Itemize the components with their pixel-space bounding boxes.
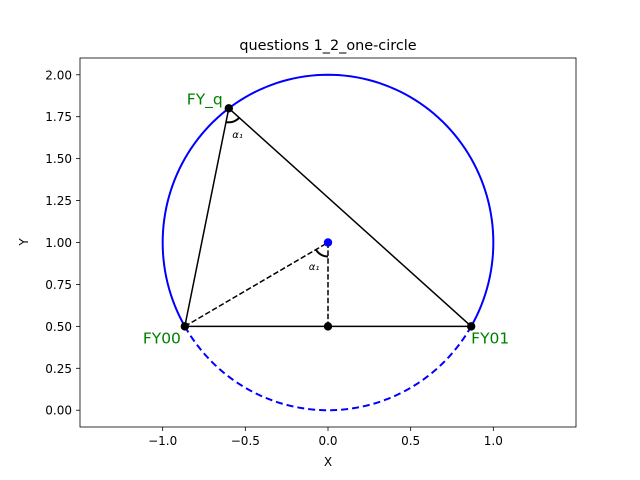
point-label-FY01: FY01 xyxy=(471,329,509,347)
x-tick-label: −1.0 xyxy=(148,434,177,448)
x-tick-label: 0.5 xyxy=(401,434,420,448)
chart-title: questions 1_2_one-circle xyxy=(239,38,416,54)
segment-FY00-center xyxy=(184,241,329,328)
angle-arc-FY_q xyxy=(225,117,240,124)
x-axis-label: X xyxy=(324,455,332,469)
point-center xyxy=(323,238,333,247)
y-tick-label: 1.50 xyxy=(45,152,72,166)
y-tick-label: 0.25 xyxy=(45,362,72,376)
circle-upper-arc xyxy=(161,73,495,327)
y-tick-label: 1.00 xyxy=(45,236,72,250)
circle-lower-arc xyxy=(183,325,473,412)
x-axis-ticks: −1.0 −0.5 0.0 0.5 1.0 xyxy=(148,427,503,448)
y-tick-label: 1.75 xyxy=(45,110,72,124)
y-axis-ticks: 0.00 0.25 0.50 0.75 1.00 1.25 1.50 1.75 2.00 xyxy=(45,68,80,418)
y-axis-label: Y xyxy=(17,238,31,247)
y-tick-label: 1.25 xyxy=(45,194,72,208)
y-tick-label: 0.50 xyxy=(45,320,72,334)
point-midpoint xyxy=(323,322,333,331)
y-tick-label: 0.75 xyxy=(45,278,72,292)
point-FY00 xyxy=(180,322,190,331)
angle-arc-center xyxy=(315,249,329,258)
angle-label-center: α₁ xyxy=(309,262,320,273)
point-label-FY_q: FY_q xyxy=(187,90,223,109)
x-tick-label: 1.0 xyxy=(484,434,503,448)
segment-FY_q-FY01 xyxy=(228,107,472,327)
x-tick-label: −0.5 xyxy=(231,434,260,448)
angle-label-FY_q: α₁ xyxy=(232,130,243,141)
x-tick-label: 0.0 xyxy=(318,434,337,448)
point-FY01 xyxy=(466,322,476,331)
segment-FY_q-FY00 xyxy=(184,108,230,327)
y-tick-label: 2.00 xyxy=(45,68,72,82)
point-FY_q xyxy=(224,104,233,113)
point-label-FY00: FY00 xyxy=(143,329,181,347)
y-tick-label: 0.00 xyxy=(45,404,72,418)
